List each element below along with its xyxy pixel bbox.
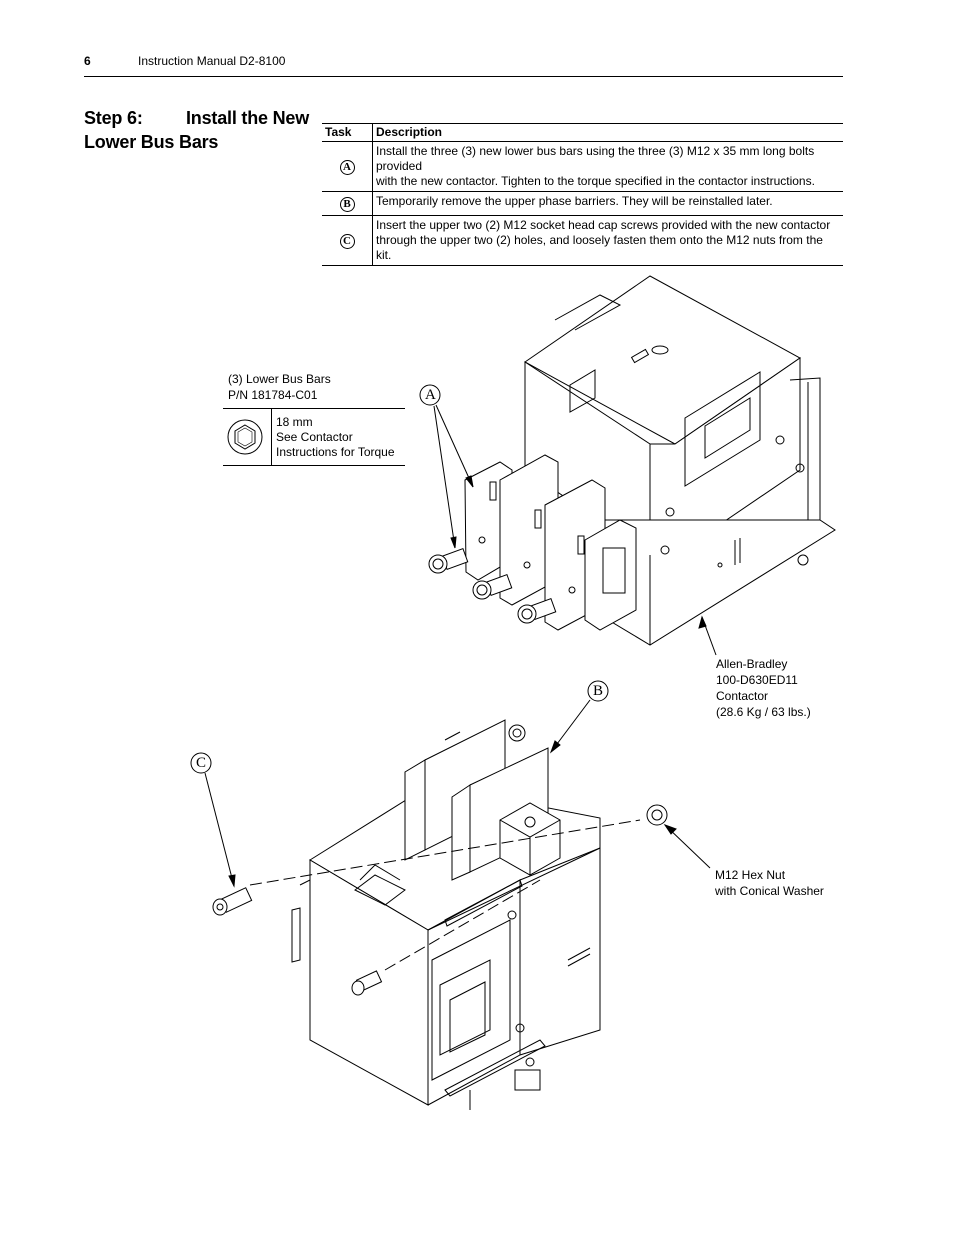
screw	[212, 887, 253, 916]
bolt	[472, 574, 513, 600]
hex-nut	[646, 804, 668, 826]
col-task-header: Task	[322, 123, 373, 142]
hex-socket-icon	[227, 419, 263, 455]
bus-bars-callout: (3) Lower Bus Bars P/N 181784-C01	[228, 371, 331, 403]
callout-a: A	[425, 387, 436, 403]
desc-line: with the new contactor. Tighten to the t…	[376, 174, 815, 188]
table-header-row: Task Description	[322, 123, 843, 142]
screw	[351, 970, 383, 996]
desc-line: through the upper two (2) holes, and loo…	[376, 233, 823, 262]
task-description: Install the three (3) new lower bus bars…	[372, 141, 843, 192]
bus-bars-line1: (3) Lower Bus Bars	[228, 372, 331, 386]
callout-b: B	[593, 683, 604, 699]
manual-title: Instruction Manual D2-8100	[138, 54, 286, 68]
torque-note-line1: See Contactor	[276, 430, 353, 444]
step-label: Step 6:	[84, 108, 143, 128]
nut-line2: with Conical Washer	[715, 884, 824, 898]
page-header: 6 Instruction Manual D2-8100	[84, 54, 285, 68]
task-description: Insert the upper two (2) M12 socket head…	[372, 215, 843, 266]
contactor-model: 100-D630ED11	[716, 673, 798, 687]
callout-a-circle	[419, 384, 441, 406]
col-description-header: Description	[372, 123, 843, 142]
task-c-marker: C	[339, 233, 355, 249]
contactor-weight: (28.6 Kg / 63 lbs.)	[716, 705, 811, 719]
page-number: 6	[84, 54, 91, 68]
callout-b-circle	[587, 680, 609, 702]
torque-note-line2: Instructions for Torque	[276, 445, 395, 459]
step-title-line2: Lower Bus Bars	[84, 132, 219, 152]
nut-line1: M12 Hex Nut	[715, 868, 786, 882]
bus-bars-part-number: P/N 181784-C01	[228, 388, 318, 402]
desc-line: Install the three (3) new lower bus bars…	[376, 144, 815, 173]
torque-spec-box: 18 mm See Contactor Instructions for Tor…	[223, 408, 405, 466]
upper-contactor	[428, 275, 836, 646]
table-row: C Insert the upper two (2) M12 socket he…	[322, 215, 843, 266]
task-description: Temporarily remove the upper phase barri…	[372, 191, 843, 216]
contactor-brand: Allen-Bradley	[716, 657, 788, 671]
contactor-type: Contactor	[716, 689, 769, 703]
torque-size: 18 mm	[276, 415, 313, 429]
step-heading: Step 6: Install the New Lower Bus Bars	[84, 106, 309, 154]
header-rule	[84, 76, 843, 77]
task-b-marker: B	[339, 196, 355, 212]
lower-contactor	[212, 719, 668, 1110]
table-row: B Temporarily remove the upper phase bar…	[322, 191, 843, 216]
bolt	[428, 548, 469, 574]
contactor-callout: Allen-Bradley 100-D630ED11 Contactor (28…	[716, 656, 811, 720]
desc-line: Temporarily remove the upper phase barri…	[376, 194, 773, 208]
task-a-marker: A	[339, 159, 355, 175]
desc-line: Insert the upper two (2) M12 socket head…	[376, 218, 831, 232]
callout-c-circle	[190, 752, 212, 774]
step-title-line1: Install the New	[186, 108, 310, 128]
table-row: A Install the three (3) new lower bus ba…	[322, 141, 843, 192]
bolt	[517, 598, 557, 624]
callout-c: C	[196, 755, 207, 771]
nut-callout: M12 Hex Nut with Conical Washer	[715, 867, 824, 899]
task-table: Task Description A Install the three (3)…	[322, 123, 843, 266]
